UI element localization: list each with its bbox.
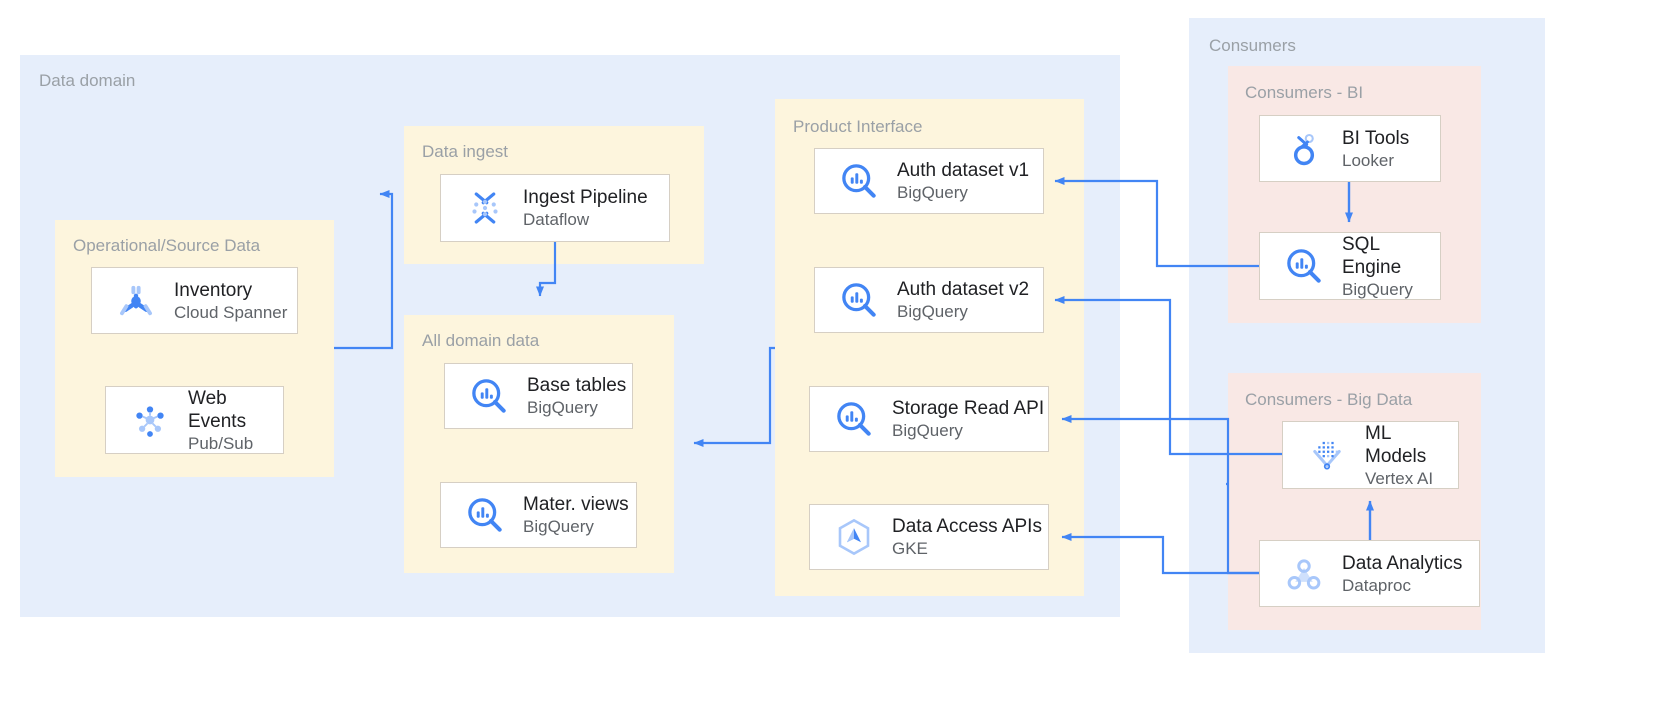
node-base-tables[interactable]: Base tables BigQuery <box>444 363 633 429</box>
bigquery-icon <box>833 155 885 207</box>
bigquery-icon <box>833 274 885 326</box>
pubsub-icon <box>124 394 176 446</box>
node-auth-dataset-v2[interactable]: Auth dataset v2 BigQuery <box>814 267 1044 333</box>
node-web-events-subtitle: Pub/Sub <box>188 433 254 453</box>
node-ingest-pipeline-subtitle: Dataflow <box>523 210 590 229</box>
region-all-domain-data-label: All domain data <box>422 331 540 350</box>
node-inventory[interactable]: Inventory Cloud Spanner <box>91 267 298 334</box>
node-base-tables-title: Base tables <box>527 375 627 396</box>
node-bi-tools[interactable]: BI Tools Looker <box>1259 115 1441 182</box>
bigquery-icon <box>463 370 515 422</box>
region-operational-source-data-label: Operational/Source Data <box>73 236 261 255</box>
node-ml-models-title: ML Models <box>1365 422 1427 467</box>
node-bi-tools-subtitle: Looker <box>1342 150 1394 170</box>
node-inventory-subtitle: Cloud Spanner <box>174 302 288 322</box>
node-auth-dataset-v1-title: Auth dataset v1 <box>897 160 1030 181</box>
node-data-access-apis[interactable]: Data Access APIs GKE <box>809 504 1049 570</box>
dataflow-icon <box>459 182 511 234</box>
node-storage-read-api[interactable]: Storage Read API BigQuery <box>809 386 1049 452</box>
node-web-events-title: Web Events <box>188 387 247 432</box>
region-data-ingest-label: Data ingest <box>422 142 508 161</box>
region-data-domain-label: Data domain <box>39 71 136 90</box>
cloud-spanner-icon <box>110 275 162 327</box>
node-mater-views-title: Mater. views <box>523 494 629 515</box>
node-auth-dataset-v2-subtitle: BigQuery <box>897 302 968 321</box>
region-product-interface-label: Product Interface <box>793 117 923 136</box>
node-auth-dataset-v2-title: Auth dataset v2 <box>897 279 1030 300</box>
node-base-tables-subtitle: BigQuery <box>527 398 598 417</box>
region-consumers-label: Consumers <box>1209 36 1296 55</box>
gke-icon <box>828 511 880 563</box>
node-data-access-apis-title: Data Access APIs <box>892 516 1042 537</box>
node-mater-views-subtitle: BigQuery <box>523 517 594 536</box>
node-sql-engine[interactable]: SQL Engine BigQuery <box>1259 232 1441 300</box>
node-web-events[interactable]: Web Events Pub/Sub <box>105 386 284 454</box>
bigquery-icon <box>459 489 511 541</box>
node-bi-tools-title: BI Tools <box>1342 127 1410 149</box>
node-sql-engine-subtitle: BigQuery <box>1342 279 1413 299</box>
dataproc-icon <box>1278 548 1330 600</box>
region-consumers-bi-label: Consumers - BI <box>1245 83 1364 102</box>
node-storage-read-api-title: Storage Read API <box>892 398 1045 419</box>
node-mater-views[interactable]: Mater. views BigQuery <box>440 482 637 548</box>
region-consumers-big-data-label: Consumers - Big Data <box>1245 390 1413 409</box>
node-ml-models-subtitle: Vertex AI <box>1365 468 1434 488</box>
node-auth-dataset-v1-subtitle: BigQuery <box>897 183 968 202</box>
node-data-analytics-title: Data Analytics <box>1342 552 1463 574</box>
node-ingest-pipeline-title: Ingest Pipeline <box>523 187 648 208</box>
node-sql-engine-title: SQL Engine <box>1342 233 1402 278</box>
node-ml-models[interactable]: ML Models Vertex AI <box>1282 421 1459 489</box>
bigquery-icon <box>828 393 880 445</box>
vertex-ai-icon <box>1301 429 1353 481</box>
node-inventory-title: Inventory <box>174 279 253 301</box>
node-storage-read-api-subtitle: BigQuery <box>892 421 963 440</box>
bigquery-icon <box>1278 240 1330 292</box>
node-data-analytics[interactable]: Data Analytics Dataproc <box>1259 540 1480 607</box>
node-data-access-apis-subtitle: GKE <box>892 539 928 558</box>
looker-icon <box>1278 123 1330 175</box>
node-data-analytics-subtitle: Dataproc <box>1342 575 1411 595</box>
node-ingest-pipeline[interactable]: Ingest Pipeline Dataflow <box>440 174 670 242</box>
node-auth-dataset-v1[interactable]: Auth dataset v1 BigQuery <box>814 148 1044 214</box>
